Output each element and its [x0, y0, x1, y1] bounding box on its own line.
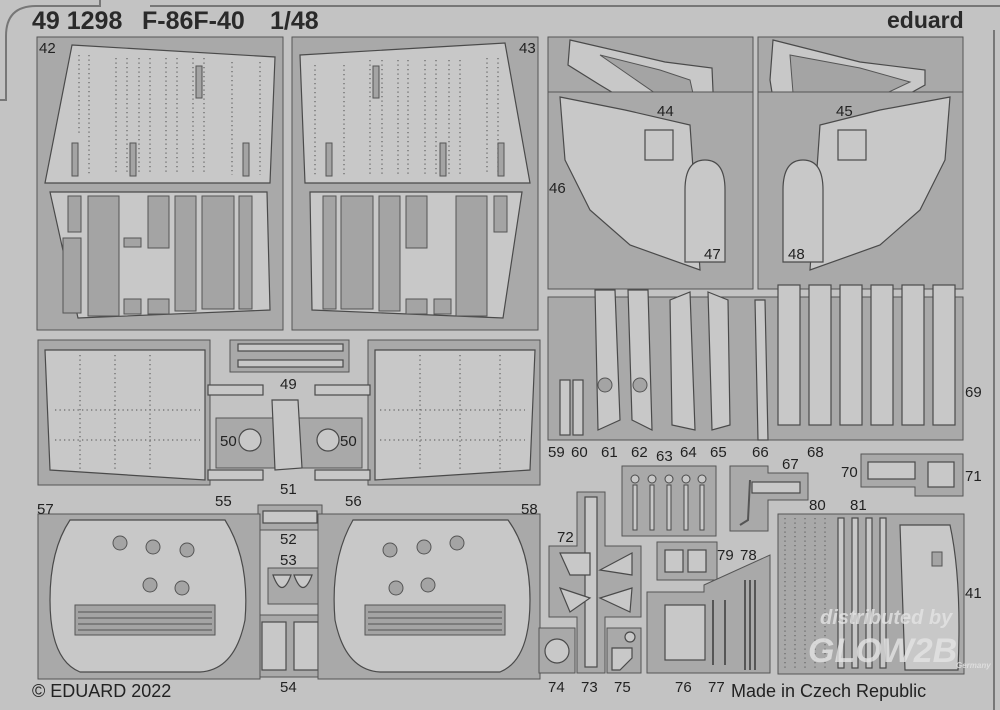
part-label: 65 [710, 444, 727, 461]
part-label: 73 [581, 679, 598, 696]
model-name: F-86F-40 [142, 7, 245, 35]
part-label: 70 [841, 464, 858, 481]
part-label: 69 [965, 384, 982, 401]
parts-72-73 [548, 491, 642, 674]
parts-52-54 [253, 504, 327, 678]
parts-70-71 [860, 453, 964, 497]
brand-logo: eduard [887, 7, 964, 33]
part-label: 58 [521, 501, 538, 518]
part-label: 48 [788, 246, 805, 263]
part-47 [547, 91, 754, 290]
part-56 [314, 339, 541, 486]
part-label: 72 [557, 529, 574, 546]
part-42 [36, 36, 284, 331]
part-55 [37, 339, 264, 486]
svg-text:Germany: Germany [956, 661, 991, 670]
part-label: 54 [280, 679, 297, 696]
part-label: 42 [39, 40, 56, 57]
part-label: 64 [680, 444, 697, 461]
copyright: © EDUARD 2022 [32, 681, 171, 701]
scale: 1/48 [270, 7, 319, 35]
part-labels: 42 43 44 45 46 47 48 49 50 50 51 52 53 5… [37, 40, 982, 696]
part-label: 46 [549, 180, 566, 197]
part-label: 76 [675, 679, 692, 696]
parts-74-79 [538, 541, 771, 674]
part-label: 60 [571, 444, 588, 461]
part-label: 71 [965, 468, 982, 485]
part-43 [291, 36, 539, 331]
part-63 [621, 465, 717, 537]
part-label: 77 [708, 679, 725, 696]
part-58 [317, 513, 541, 680]
part-label: 43 [519, 40, 536, 57]
part-label: 50 [340, 433, 357, 450]
part-label: 59 [548, 444, 565, 461]
part-label: 80 [809, 497, 826, 514]
part-label: 52 [280, 531, 297, 548]
part-label: 81 [850, 497, 867, 514]
svg-text:distributed by: distributed by [820, 607, 953, 629]
part-label: 67 [782, 456, 799, 473]
part-label: 75 [614, 679, 631, 696]
part-label: 47 [704, 246, 721, 263]
distributor-watermark: distributed by GLOW2B Germany [808, 607, 991, 670]
part-label: 55 [215, 493, 232, 510]
part-label: 50 [220, 433, 237, 450]
part-67 [729, 465, 809, 532]
part-label: 41 [965, 585, 982, 602]
part-label: 57 [37, 501, 54, 518]
part-label: 49 [280, 376, 297, 393]
part-label: 62 [631, 444, 648, 461]
part-label: 61 [601, 444, 618, 461]
part-label: 44 [657, 103, 674, 120]
part-label: 53 [280, 552, 297, 569]
svg-text:GLOW2B: GLOW2B [808, 632, 957, 670]
part-label: 56 [345, 493, 362, 510]
part-48 [757, 91, 964, 290]
product-code: 49 1298 [32, 7, 122, 35]
parts-59-68 [547, 284, 964, 441]
part-label: 79 [717, 547, 734, 564]
sheet-corner [0, 0, 101, 101]
origin-text: Made in Czech Republic [731, 681, 926, 701]
part-label: 78 [740, 547, 757, 564]
part-label: 68 [807, 444, 824, 461]
parts-49-51 [215, 339, 363, 471]
part-label: 74 [548, 679, 565, 696]
parts-80-81-41 [777, 513, 965, 675]
part-label: 66 [752, 444, 769, 461]
part-label: 45 [836, 103, 853, 120]
part-57 [37, 513, 261, 680]
part-label: 51 [280, 481, 297, 498]
part-label: 63 [656, 448, 673, 465]
